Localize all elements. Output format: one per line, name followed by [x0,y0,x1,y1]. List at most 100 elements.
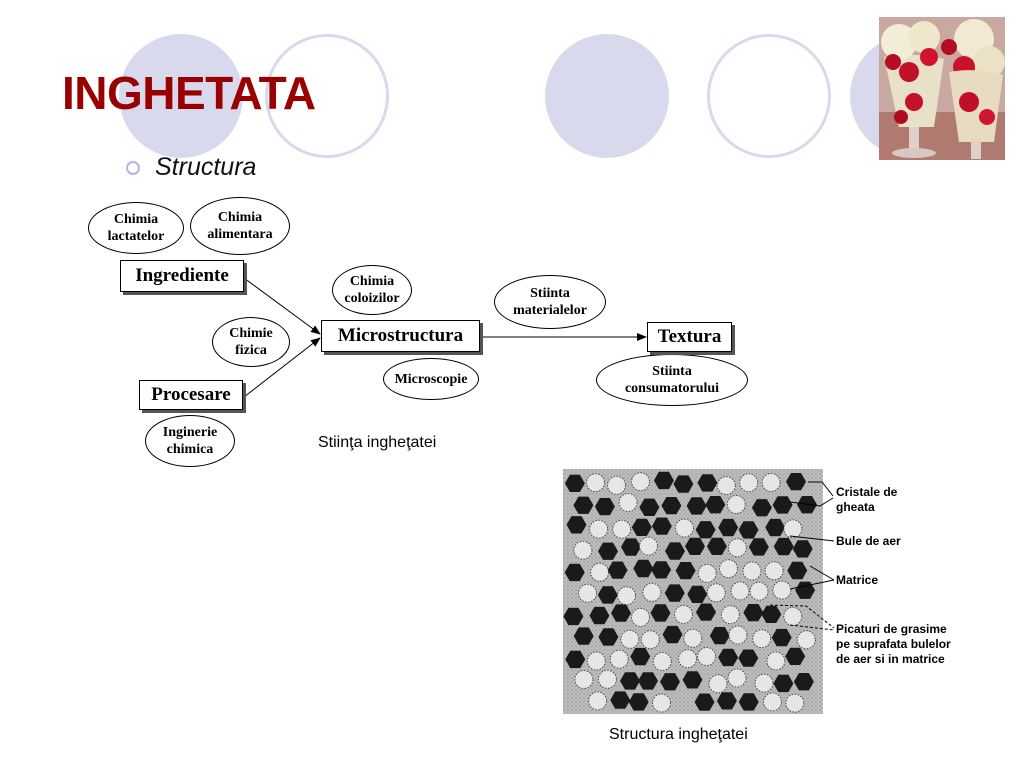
label-fat-droplets: Picaturi de grasime pe suprafata bulelor… [836,622,951,666]
air-bubble [652,693,671,713]
air-bubble [640,630,660,650]
ice-crystal [738,649,759,667]
air-bubble [706,583,726,603]
ice-crystal [685,537,705,555]
ice-crystal [738,521,759,539]
ice-crystal [638,672,658,690]
ellipse-inginerie-chimica: Inginerie chimica [145,415,235,467]
decor-circle-filled-2 [545,34,669,158]
ice-crystal [706,537,727,555]
box-procesare: Procesare [139,380,243,410]
air-bubble [739,473,759,493]
ice-crystal [597,586,618,604]
ice-crystal [675,562,696,580]
ice-crystal [787,561,808,580]
air-bubble [727,538,747,558]
ice-crystal [621,538,641,556]
air-bubble [678,649,697,669]
air-bubble [578,583,597,603]
air-bubble [730,581,750,601]
air-bubble [597,669,617,689]
ice-crystal [630,647,651,666]
ice-crystal [697,474,718,492]
ice-crystal [738,693,759,711]
decor-circle-ring-2 [707,34,831,158]
air-bubble [642,582,662,602]
ice-crystal [785,647,806,665]
ice-crystal [650,604,671,622]
ice-crystal [694,693,715,711]
ice-crystal [682,671,703,689]
ice-crystal [772,496,793,514]
ice-crystal [653,471,674,490]
label-matrix: Matrice [836,573,879,587]
ice-crystal [660,673,680,691]
air-bubble [617,586,636,606]
ellipse-chimia-alimentara: Chimia alimentara [190,197,290,255]
air-bubble [742,561,762,581]
ice-crystal [573,496,594,514]
air-bubble [586,651,606,671]
air-bubble [754,673,774,693]
air-bubble [697,647,717,666]
ice-crystal [661,497,682,515]
slide-subtitle: Structura [155,153,257,181]
air-bubble [589,519,609,539]
ice-cream-photo [879,17,1005,160]
air-bubble [586,473,605,493]
ice-crystal [687,585,708,603]
air-bubble [574,670,594,689]
ice-crystal [773,537,794,556]
ice-crystal [695,521,716,539]
ice-crystal [594,498,615,516]
ellipse-chimia-lactatelor: Chimia lactatelor [88,202,184,254]
air-bubble [716,476,736,496]
ice-crystal [610,691,631,709]
ice-crystal [793,673,814,691]
ellipse-stiinta-materialelor: Stiinta materialelor [494,275,606,329]
air-bubble [607,475,626,495]
ice-crystal [598,542,618,560]
air-bubble [719,559,738,579]
ice-crystal [718,648,739,667]
air-bubble [727,668,747,688]
air-bubble [618,493,638,512]
ice-crystal [607,561,628,579]
ice-crystal [611,604,631,622]
ice-crystal [716,692,737,710]
air-bubble [683,628,703,648]
ice-crystal [771,628,792,647]
air-bubble [752,629,772,649]
ice-crystal [748,538,769,556]
air-bubble [708,674,728,694]
ice-crystal [631,518,652,536]
air-bubble [749,581,769,601]
air-bubble [612,519,632,539]
ice-crystal [598,628,619,646]
air-bubble [783,519,803,539]
ice-cream-structure-figure [563,469,823,714]
air-bubble [785,693,805,713]
air-bubble [620,629,640,649]
air-bubble [631,607,650,627]
ice-crystal [718,518,739,537]
ice-crystal [743,604,764,622]
ice-crystal [662,625,683,644]
air-bubble [590,562,610,582]
box-ingrediente: Ingrediente [120,260,244,292]
air-bubble [609,649,629,669]
air-bubble [726,495,746,514]
air-bubble [674,604,693,624]
ellipse-chimie-fizica: Chimie fizica [212,317,290,367]
air-bubble [796,630,816,650]
diagram-caption: Stiinţa ingheţatei [318,434,437,451]
ice-crystal [696,603,716,621]
ice-crystal [639,498,660,516]
ice-crystal [786,473,806,491]
air-bubble [674,518,694,538]
ice-crystal [665,542,685,560]
ice-crystal [673,475,694,493]
ice-crystal [565,650,586,669]
ellipse-chimia-coloizilor: Chimia coloizilor [332,265,412,315]
ice-crystal [564,474,585,492]
